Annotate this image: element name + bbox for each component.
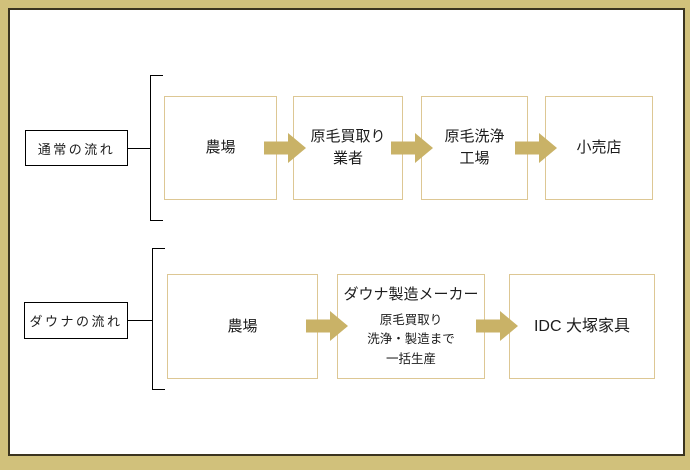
flow-label-normal-text: 通常の流れ	[37, 141, 116, 157]
node-farm-downa: 農場	[167, 274, 318, 379]
node-raw-wool-washing-line1: 原毛洗浄	[444, 128, 505, 146]
node-idc-otsuka: IDC 大塚家具	[509, 274, 655, 379]
node-raw-wool-buyer: 原毛買取り 業者	[293, 96, 403, 200]
node-raw-wool-washing-line2: 工場	[459, 150, 490, 167]
node-farm: 農場	[164, 96, 277, 200]
node-downa-manufacturer: ダウナ製造メーカー 原毛買取り 洗浄・製造まで 一括生産	[337, 274, 485, 379]
connector-line	[128, 320, 152, 321]
node-farm-label: 農場	[205, 139, 236, 157]
flow-label-downa: ダウナの流れ	[24, 302, 128, 339]
node-raw-wool-buyer-line2: 業者	[332, 150, 363, 167]
flow-bracket	[150, 75, 163, 221]
right-arrow-icon	[391, 133, 433, 163]
node-raw-wool-buyer-line1: 原毛買取り	[310, 128, 386, 146]
node-idc-otsuka-label: IDC 大塚家具	[533, 317, 630, 335]
diagram-frame	[8, 8, 685, 456]
right-arrow-icon	[476, 311, 518, 341]
node-downa-manufacturer-sub3: 一括生産	[385, 351, 436, 366]
node-farm-downa-label: 農場	[227, 317, 258, 335]
flow-label-normal: 通常の流れ	[25, 130, 128, 166]
node-downa-manufacturer-sub1: 原毛買取り	[379, 312, 443, 327]
node-retailer: 小売店	[545, 96, 653, 200]
node-retailer-label: 小売店	[576, 139, 622, 157]
node-raw-wool-washing-plant: 原毛洗浄 工場	[421, 96, 528, 200]
right-arrow-icon	[515, 133, 557, 163]
flow-label-downa-text: ダウナの流れ	[29, 314, 123, 329]
connector-line	[128, 148, 150, 149]
right-arrow-icon	[264, 133, 306, 163]
flow-bracket	[152, 248, 165, 390]
node-downa-manufacturer-title: ダウナ製造メーカー	[343, 286, 479, 304]
node-downa-manufacturer-sub2: 洗浄・製造まで	[367, 332, 455, 347]
right-arrow-icon	[306, 311, 348, 341]
